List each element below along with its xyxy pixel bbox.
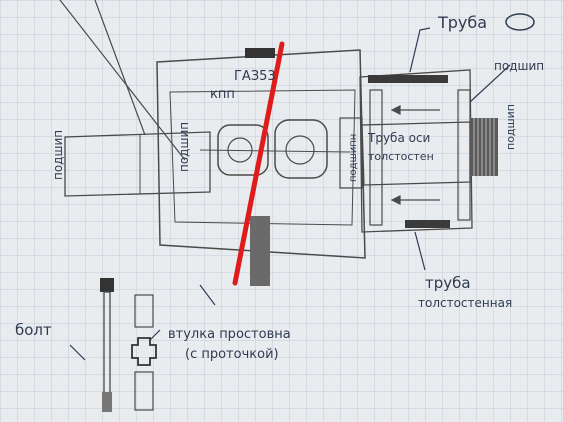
thread-lines (473, 118, 495, 176)
sleeve-label-2: (с проточкой) (185, 347, 279, 362)
sleeve-bottom (134, 371, 154, 411)
bearing-top-right-label: подшип (494, 59, 544, 73)
sleeve-groove (131, 337, 157, 366)
sleeve-label-1: втулка простовна (168, 327, 291, 342)
pipe-bottom-label-1: труба (425, 274, 471, 292)
leader-lines (69, 27, 511, 361)
gear-right (274, 119, 328, 179)
gearbox-label-1: ГАЗ53 (234, 69, 276, 84)
left-inner-bearing-label: подшип (177, 122, 191, 172)
bolt-head (100, 278, 114, 292)
gearbox-top-mark (245, 48, 275, 58)
gear-axis (199, 149, 351, 153)
flow-arrows (390, 105, 440, 205)
cut-line (232, 41, 285, 286)
pipe-bottom-band (405, 220, 450, 228)
left-shaft (64, 131, 211, 197)
gearbox-label-2: кпп (210, 87, 235, 102)
axle-pipe-label-2: толстостен (368, 150, 434, 163)
far-right-bearing-label: подшип (504, 104, 517, 150)
doodle (505, 13, 535, 31)
pipe-bottom-label-2: толстостенная (418, 296, 512, 310)
left-outer-bearing-label: подшип (51, 130, 65, 180)
inner-bearing-label: подшипн (348, 134, 359, 182)
axle-pipe-label-1: Труба оси (367, 131, 430, 145)
gearbox-outline (156, 49, 366, 259)
pipe-housing (359, 69, 473, 233)
gear-right-hub (285, 135, 315, 165)
bolt-thread (102, 392, 112, 412)
threaded-end (470, 118, 498, 176)
gearbox-inner-outline (169, 89, 356, 226)
pencil-line-2 (94, 0, 146, 136)
pipe-top-label: Труба (437, 13, 487, 32)
gearbox-bottom-shaft (250, 216, 270, 286)
sleeve-top (134, 294, 154, 328)
axle-pipe (361, 121, 471, 186)
inner-bearing (339, 117, 363, 189)
pipe-bearing-left (369, 89, 383, 226)
pipe-top-band (368, 75, 448, 83)
bolt-label: болт (15, 321, 52, 339)
